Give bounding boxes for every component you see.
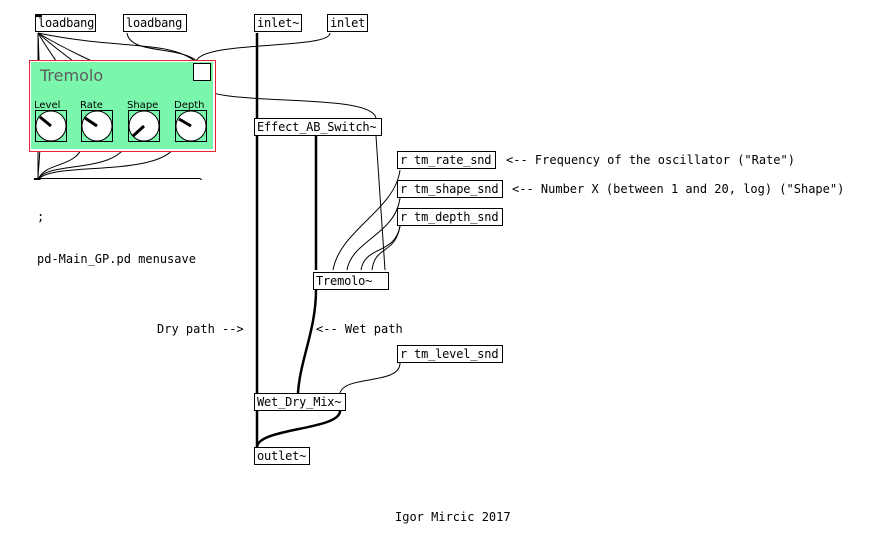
effect-ab-switch-object[interactable]: Effect_AB_Switch~ xyxy=(254,118,382,136)
cord-depth-tremolo xyxy=(360,225,401,271)
rate-comment: <-- Frequency of the oscillator ("Rate") xyxy=(506,153,795,167)
outlet-tilde-object[interactable]: outlet~ xyxy=(254,447,310,465)
wet-path-comment: <-- Wet path xyxy=(316,322,403,336)
knob-label-depth: Depth xyxy=(174,100,205,111)
cord-depth-tremolo-2 xyxy=(371,225,401,271)
level-knob[interactable] xyxy=(35,110,67,142)
receive-shape-object[interactable]: r tm_shape_snd xyxy=(397,180,503,198)
message-line-1: ; xyxy=(37,210,45,224)
cord-loadbang1-toggle xyxy=(37,32,197,63)
receive-depth-object[interactable]: r tm_depth_snd xyxy=(397,208,503,226)
tremolo-object[interactable]: Tremolo~ xyxy=(313,272,389,290)
receive-level-object[interactable]: r tm_level_snd xyxy=(397,345,503,363)
wet-dry-mix-object[interactable]: Wet_Dry_Mix~ xyxy=(254,393,346,411)
knob-label-shape: Shape xyxy=(127,100,159,111)
inlet-object[interactable]: inlet xyxy=(327,14,368,32)
shape-knob[interactable] xyxy=(128,110,160,142)
menusave-message-box[interactable]: ; pd-Main_GP.pd menusave xyxy=(34,180,206,296)
cord-mix-outlet-2 xyxy=(255,410,342,448)
receive-rate-object[interactable]: r tm_rate_snd xyxy=(397,151,496,169)
tremolo-gop-title: Tremolo xyxy=(40,66,104,85)
inlet-tilde-object[interactable]: inlet~ xyxy=(254,14,302,32)
shape-comment: <-- Number X (between 1 and 20, log) ("S… xyxy=(512,182,845,196)
cord-toggle-switch xyxy=(196,81,377,119)
depth-knob[interactable] xyxy=(175,110,207,142)
rate-knob[interactable] xyxy=(81,110,113,142)
cord-inlet-toggle xyxy=(195,32,331,63)
knob-label-level: Level xyxy=(34,100,61,111)
loadbang-object-2[interactable]: loadbang xyxy=(123,14,187,32)
message-line-2: pd-Main_GP.pd menusave xyxy=(37,252,196,266)
bypass-toggle[interactable] xyxy=(193,63,211,81)
cord-rate-tremolo xyxy=(332,169,401,271)
cord-shape-tremolo xyxy=(346,197,401,271)
outlet-port xyxy=(35,14,42,17)
cord-loadbang2-toggle xyxy=(126,32,199,63)
dry-path-comment: Dry path --> xyxy=(157,322,244,336)
cord-level-mix xyxy=(339,362,401,394)
loadbang-object-1[interactable]: loadbang xyxy=(35,14,96,32)
cord-tremolo-mix xyxy=(296,289,318,394)
author-comment: Igor Mircic 2017 xyxy=(395,510,511,524)
knob-label-rate: Rate xyxy=(80,100,103,111)
